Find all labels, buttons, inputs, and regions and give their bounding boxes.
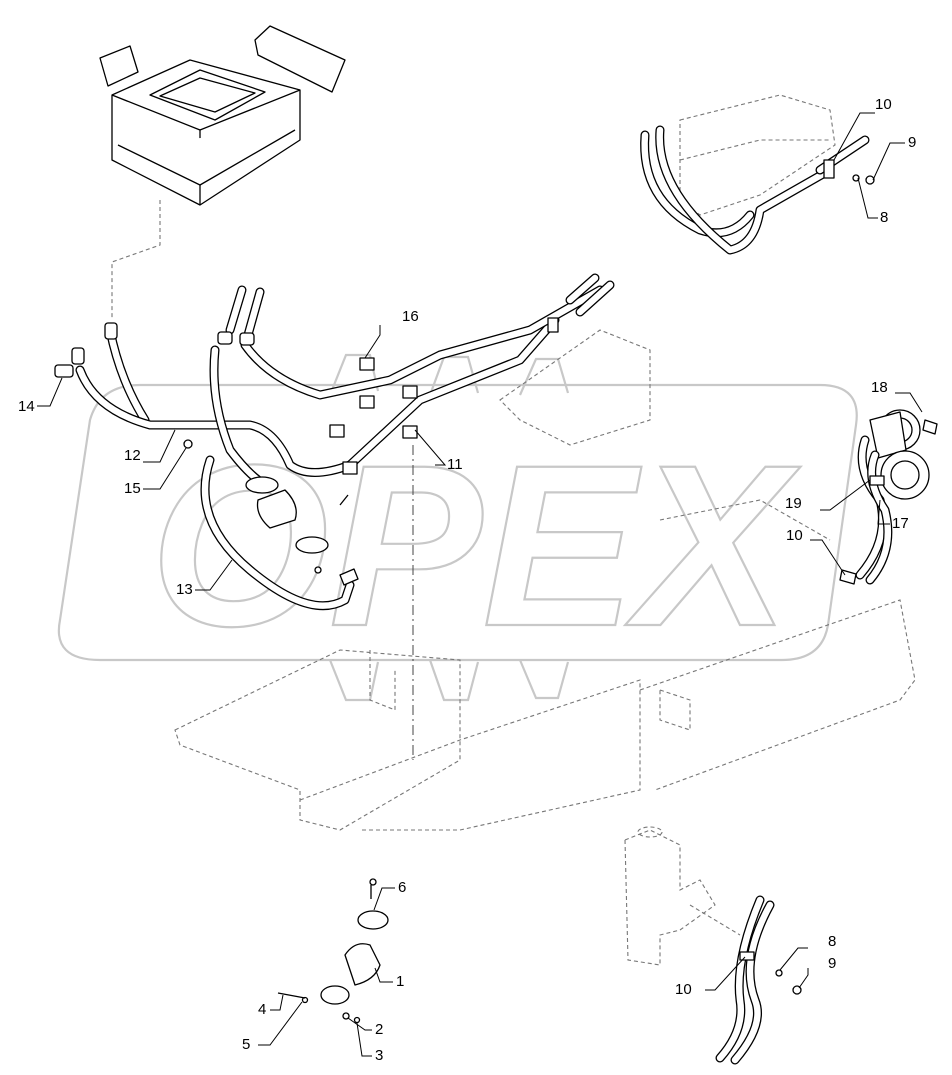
hose-fitting	[71, 347, 85, 365]
callout-9-bottom: 9	[828, 955, 836, 972]
watermark-text: OPEX	[150, 417, 801, 674]
hose-fitting	[54, 364, 74, 378]
callout-labels: 10 9 8 16 11 14 12 15 13 18 17 19 10 6 1…	[18, 96, 916, 1064]
hose-fitting	[547, 317, 559, 333]
clamp-set	[329, 357, 418, 475]
callout-19: 19	[785, 495, 802, 512]
fuel-filter-icon	[245, 476, 349, 574]
callout-15: 15	[124, 480, 141, 497]
callout-10-bottom: 10	[675, 981, 692, 998]
callout-10-mid: 10	[786, 527, 803, 544]
callout-1: 1	[396, 973, 404, 990]
hose-harness	[54, 273, 615, 611]
callout-3: 3	[375, 1047, 383, 1064]
battery-box-centerline	[111, 200, 161, 320]
hose-fitting	[104, 322, 118, 340]
battery-box-icon	[99, 25, 346, 206]
callout-12: 12	[124, 447, 141, 464]
frame-icon	[174, 329, 916, 831]
callout-10-top: 10	[875, 96, 892, 113]
callout-leaders	[37, 112, 923, 1057]
callout-11: 11	[447, 456, 463, 473]
bracket-detail-top-right	[640, 94, 875, 255]
callout-17: 17	[892, 515, 909, 532]
callout-5: 5	[242, 1036, 250, 1053]
callout-8-bottom: 8	[828, 933, 836, 950]
hose-fitting	[217, 331, 233, 345]
opex-watermark: OPEX	[57, 353, 858, 702]
callout-6: 6	[398, 879, 406, 896]
grommet	[183, 439, 193, 449]
callout-18: 18	[871, 379, 888, 396]
callout-16: 16	[402, 308, 419, 325]
callout-9-top: 9	[908, 134, 916, 151]
callout-14: 14	[18, 398, 35, 415]
callout-4: 4	[258, 1001, 266, 1018]
bracket-detail-bottom-right	[624, 826, 802, 1065]
fuel-filter-exploded	[277, 878, 389, 1024]
callout-8-top: 8	[880, 209, 888, 226]
callout-2: 2	[375, 1021, 383, 1038]
callout-13: 13	[176, 581, 193, 598]
hose-fitting	[239, 332, 255, 346]
hose-fitting	[339, 568, 359, 586]
